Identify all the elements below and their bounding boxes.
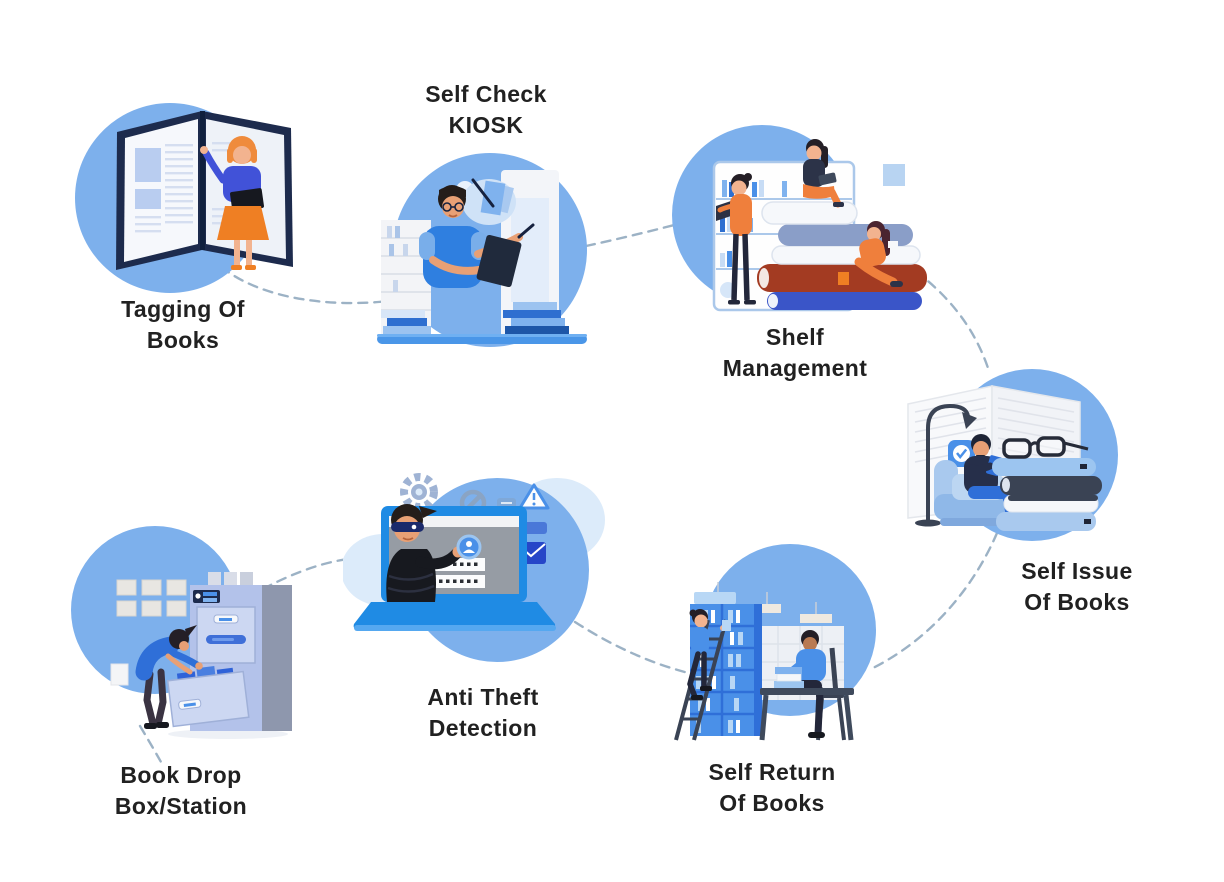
self-issue-of-books-illustration (888, 356, 1122, 552)
book-pile (992, 458, 1102, 531)
thought-bubble (462, 178, 516, 225)
giant-book-stack (757, 201, 927, 310)
book-drop-box-illustration (58, 512, 310, 750)
label-line: Of Books (1024, 589, 1130, 615)
label-line: Detection (428, 715, 538, 741)
label-line: Management (722, 355, 868, 381)
stage-label-self-return-of-books: Self Return Of Books (652, 757, 892, 819)
open-drawer (166, 666, 250, 728)
connector-issue-to-return (871, 531, 999, 670)
kiosk-user (419, 185, 535, 288)
label-line: Of Books (719, 790, 825, 816)
floor-lamp (915, 403, 977, 527)
laptop-base (353, 602, 556, 631)
thief (386, 504, 482, 602)
tagging-of-books-illustration (55, 88, 325, 346)
self-return-of-books-illustration (658, 544, 922, 744)
small-parcel (110, 663, 129, 686)
self-check-kiosk-illustration (373, 140, 607, 362)
label-line: KIOSK (448, 112, 524, 138)
square-decor (883, 164, 905, 186)
stage-label-anti-theft-detection: Anti Theft Detection (363, 682, 603, 744)
leaning-reader (854, 221, 903, 287)
open-book (116, 111, 293, 270)
connector-theft-to-return (573, 620, 703, 678)
label-line: Books (146, 327, 220, 353)
desk-and-books (377, 302, 587, 344)
stage-label-self-issue-of-books: Self Issue Of Books (957, 556, 1197, 618)
stage-label-tagging-of-books: Tagging Of Books (63, 294, 303, 356)
label-line: Tagging Of (121, 296, 245, 322)
shelf-management-illustration (652, 122, 948, 328)
connector-kiosk-to-shelf (584, 222, 680, 248)
label-line: Anti Theft (427, 684, 539, 710)
stage-label-self-check-kiosk: Self Check KIOSK (366, 79, 606, 141)
eyeglasses (1002, 436, 1089, 459)
label-line: Box/Station (114, 793, 248, 819)
bending-woman (135, 625, 203, 729)
top-sitting-reader (803, 139, 844, 208)
standing-reader (716, 173, 756, 305)
banner-icon (523, 522, 547, 534)
connector-drop-tail (138, 724, 163, 764)
gear-icon (400, 473, 438, 511)
label-line: Book Drop (120, 762, 242, 788)
label-line: Self Issue (1021, 558, 1133, 584)
librarian (200, 136, 269, 270)
kiosk-panel (501, 170, 559, 342)
label-line: Self Return (708, 759, 836, 785)
wall-frames (116, 579, 187, 617)
woman-on-ladder (687, 609, 731, 700)
floor-shadow (168, 729, 288, 739)
stage-label-book-drop-box-station: Book Drop Box/Station (61, 760, 301, 822)
anti-theft-detection-illustration (343, 448, 647, 682)
warning-icon (518, 483, 550, 510)
label-line: Shelf (765, 324, 825, 350)
reader-at-desk (759, 630, 854, 741)
label-line: Self Check (425, 81, 547, 107)
stage-label-shelf-management: Shelf Management (675, 322, 915, 384)
drop-cabinet (166, 572, 292, 731)
